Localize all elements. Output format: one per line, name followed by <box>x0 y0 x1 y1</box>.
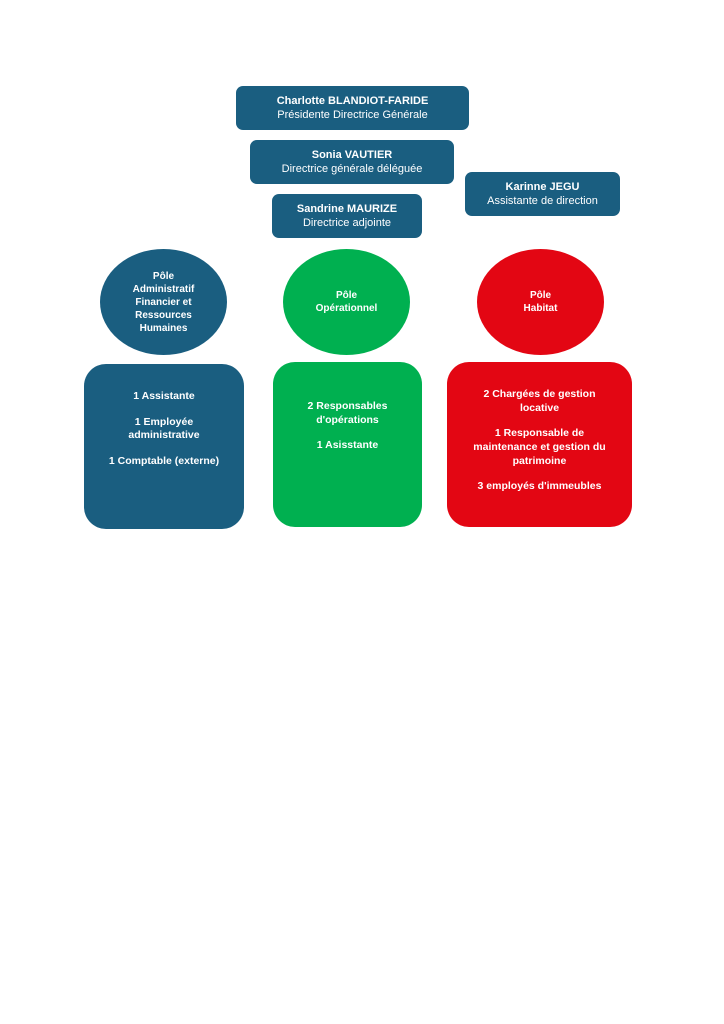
assistante-direction-name: Karinne JEGU <box>505 180 580 193</box>
pole-habitat-circle: Pôle Habitat <box>477 249 604 355</box>
pole-habitat-item: 1 Responsable de maintenance et gestion … <box>473 427 606 467</box>
adjointe-name: Sandrine MAURIZE <box>296 202 398 215</box>
dg-deleguee-name: Sonia VAUTIER <box>311 148 393 161</box>
pole-habitat-title: Pôle Habitat <box>523 290 558 314</box>
pole-habitat-item: 2 Chargées de gestion locative <box>483 388 596 414</box>
adjointe-box: Sandrine MAURIZE Directrice adjointe <box>272 194 422 238</box>
dg-deleguee-role: Directrice générale déléguée <box>281 163 423 175</box>
president-box: Charlotte BLANDIOT-FARIDE Présidente Dir… <box>236 86 469 130</box>
pole-admin-item: 1 Employée administrative <box>128 415 200 442</box>
adjointe-role: Directrice adjointe <box>302 217 392 229</box>
pole-operationnel-card: 2 Responsables d'opérations 1 Asisstante <box>273 362 422 527</box>
pole-operationnel-title: Pôle Opérationnel <box>315 290 378 314</box>
pole-admin-item: 1 Assistante <box>133 390 195 402</box>
assistante-direction-box: Karinne JEGU Assistante de direction <box>465 172 620 216</box>
pole-operationnel-item: 2 Responsables d'opérations <box>307 400 388 426</box>
assistante-direction-role: Assistante de direction <box>487 195 598 207</box>
pole-admin-title: Pôle Administratif Financier et Ressourc… <box>132 270 195 334</box>
pole-admin-circle: Pôle Administratif Financier et Ressourc… <box>100 249 227 355</box>
pole-habitat-card: 2 Chargées de gestion locative 1 Respons… <box>447 362 632 527</box>
pole-operationnel-item: 1 Asisstante <box>316 439 379 452</box>
president-role: Présidente Directrice Générale <box>277 109 428 121</box>
pole-operationnel-circle: Pôle Opérationnel <box>283 249 410 355</box>
pole-habitat-item: 3 employés d'immeubles <box>477 480 602 493</box>
president-name: Charlotte BLANDIOT-FARIDE <box>276 94 429 107</box>
dg-deleguee-box: Sonia VAUTIER Directrice générale délégu… <box>250 140 454 184</box>
pole-admin-card: 1 Assistante 1 Employée administrative 1… <box>84 364 244 529</box>
pole-admin-item: 1 Comptable (externe) <box>108 454 220 467</box>
